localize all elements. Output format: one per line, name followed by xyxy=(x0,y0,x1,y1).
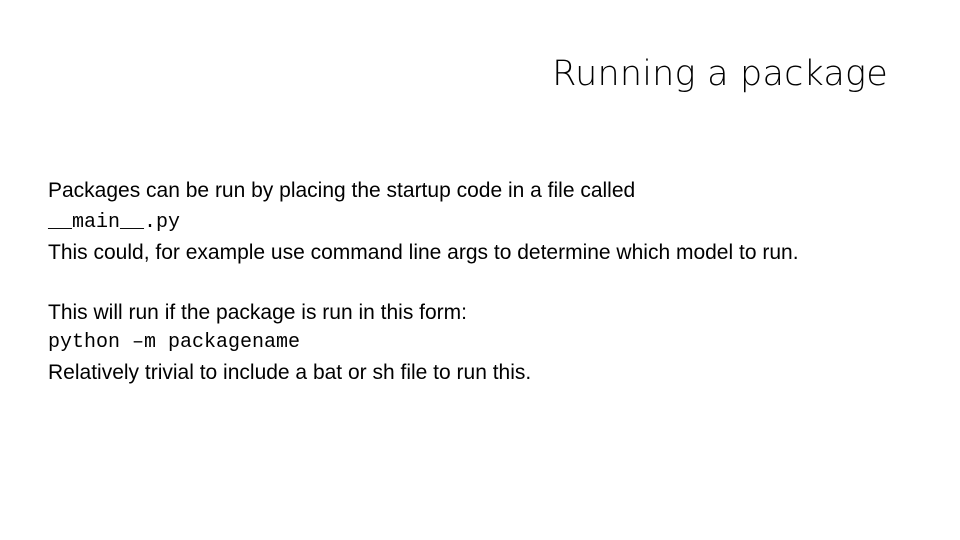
command-code-line: python –m packagename xyxy=(48,331,301,354)
paragraph-spacer xyxy=(48,268,924,298)
slide-title-block: Running a package xyxy=(48,52,888,110)
body-paragraph-3: This will run if the package is run in t… xyxy=(48,301,467,324)
body-paragraph-1-text: Packages can be run by placing the start… xyxy=(48,179,636,202)
main-module-filename: __main__.py xyxy=(48,211,181,234)
body-paragraph-2: This could, for example use command line… xyxy=(48,241,799,264)
slide-body: Packages can be run by placing the start… xyxy=(48,176,924,388)
page-title: Running a package xyxy=(552,54,888,94)
body-paragraph-1-code-line: __main__.py xyxy=(48,206,924,238)
body-paragraph-1: Packages can be run by placing the start… xyxy=(48,176,924,206)
body-paragraph-4: Relatively trivial to include a bat or s… xyxy=(48,361,532,384)
